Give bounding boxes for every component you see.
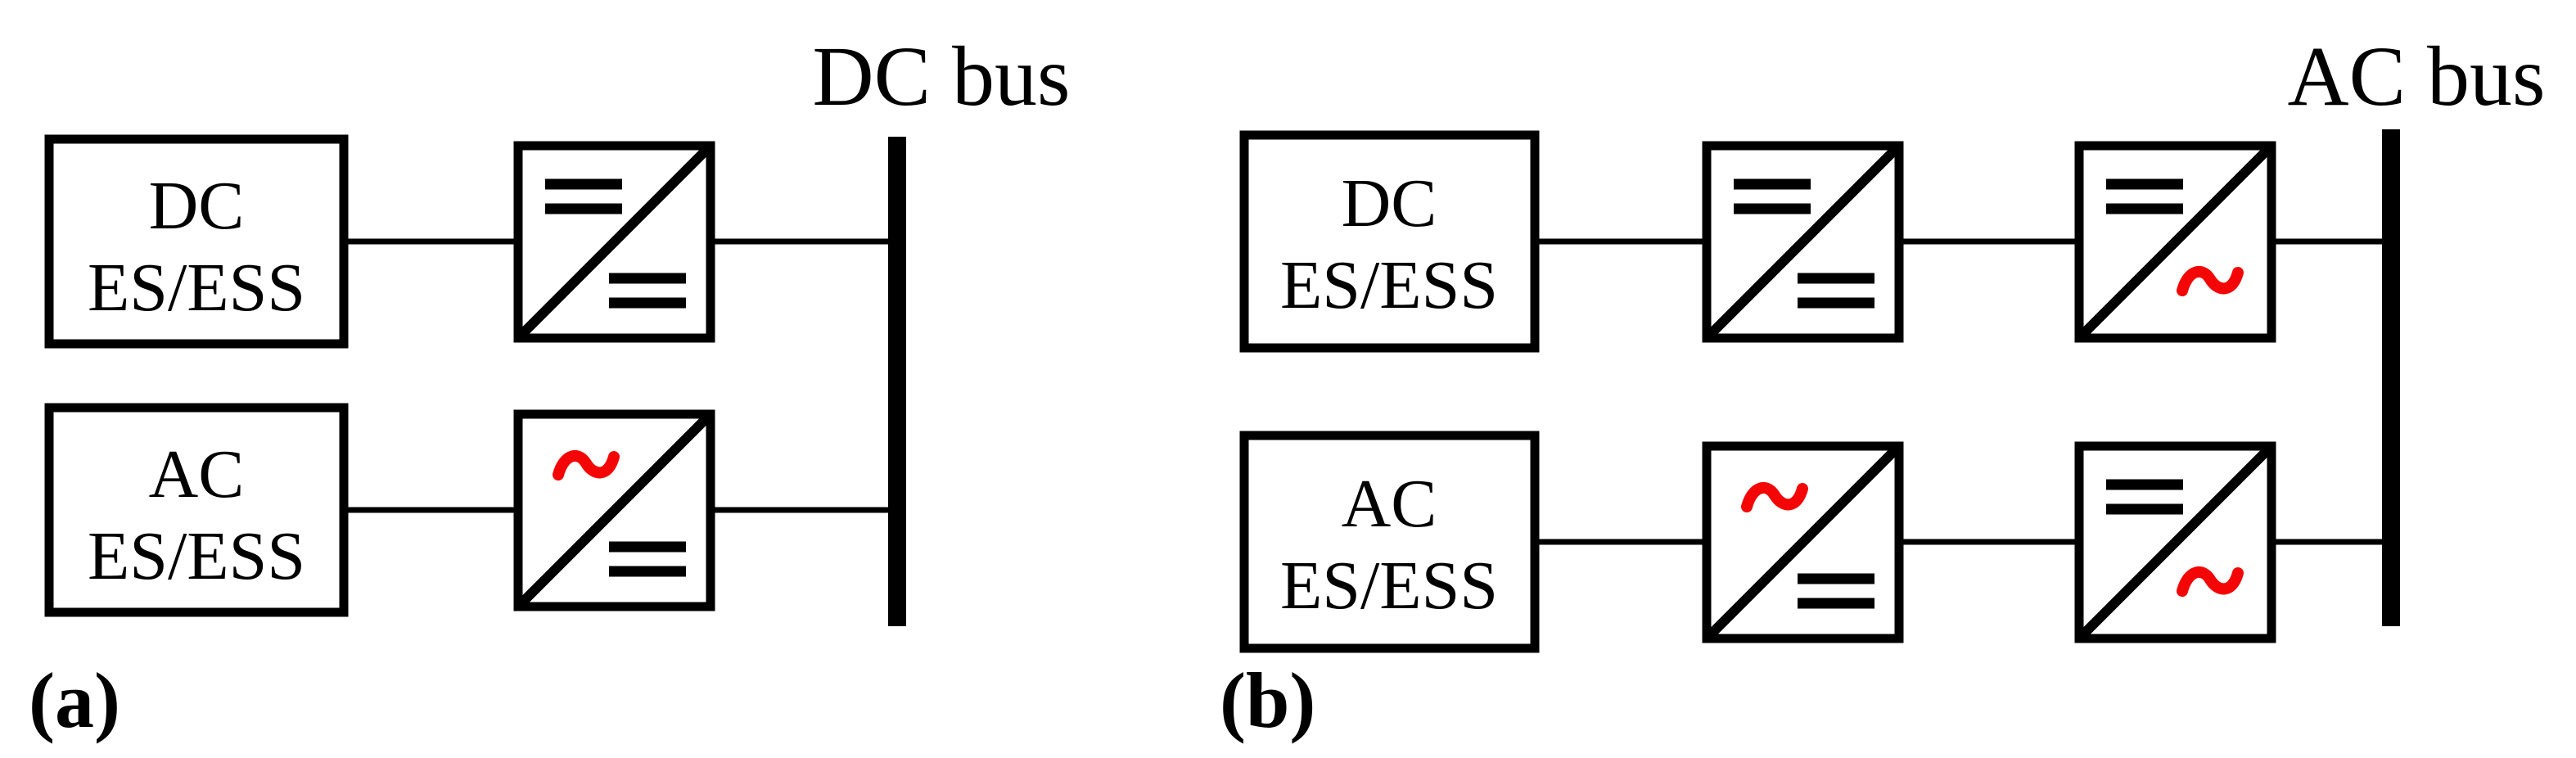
ac-bus-bar	[2382, 129, 2400, 626]
panel-a: DC bus DC ES/ESS AC	[29, 29, 1070, 744]
converter-diagonal	[514, 142, 715, 342]
converter-diagonal	[1703, 142, 1903, 342]
dc-bus-label: DC bus	[813, 29, 1071, 124]
dc-icon	[1798, 273, 1874, 309]
converter-dc-dc	[513, 141, 715, 343]
source-label-line1: AC	[1342, 466, 1437, 542]
ac-wave-icon	[553, 450, 620, 481]
converter-ac-dc	[1702, 441, 1904, 643]
source-box	[44, 134, 349, 349]
dc-icon	[2106, 479, 2183, 515]
converter-dc-dc	[1702, 141, 1904, 343]
source-box	[44, 403, 349, 617]
source-dc-es-ess: DC ES/ESS	[44, 134, 349, 349]
source-label-line2: ES/ESS	[1280, 247, 1498, 323]
converter-diagonal	[1703, 442, 1903, 643]
dc-bus-bar	[888, 137, 906, 626]
ac-wave-icon	[2177, 266, 2244, 296]
source-label-line2: ES/ESS	[88, 518, 305, 594]
source-ac-es-ess: AC ES/ESS	[1239, 431, 1540, 653]
panel-b: AC bus DC ES/ESS	[1220, 29, 2545, 744]
converter-diagonal	[514, 410, 715, 611]
source-label-line1: DC	[149, 168, 245, 244]
dc-icon	[545, 178, 622, 214]
dc-icon	[1798, 573, 1874, 609]
dc-icon	[1734, 178, 1811, 214]
dc-icon	[2106, 178, 2183, 214]
source-label-line2: ES/ESS	[1280, 548, 1498, 624]
converter-dc-ac	[2074, 141, 2276, 343]
source-dc-es-ess: DC ES/ESS	[1239, 130, 1540, 353]
dc-icon	[609, 273, 686, 309]
source-box	[1239, 431, 1540, 653]
caption-a: (a)	[29, 656, 120, 744]
source-label-line1: AC	[149, 436, 245, 512]
ac-wave-icon	[1741, 482, 1808, 512]
source-label-line1: DC	[1342, 165, 1437, 241]
converter-diagonal	[2075, 442, 2276, 643]
source-ac-es-ess: AC ES/ESS	[44, 403, 349, 617]
dc-icon	[609, 541, 686, 577]
converter-diagonal	[2075, 142, 2276, 342]
converter-dc-ac	[2074, 441, 2276, 643]
source-label-line2: ES/ESS	[88, 250, 305, 326]
source-box	[1239, 130, 1540, 353]
ac-wave-icon	[2177, 566, 2244, 597]
ac-bus-label: AC bus	[2288, 29, 2546, 124]
caption-b: (b)	[1220, 656, 1315, 744]
converter-ac-dc	[513, 409, 715, 611]
